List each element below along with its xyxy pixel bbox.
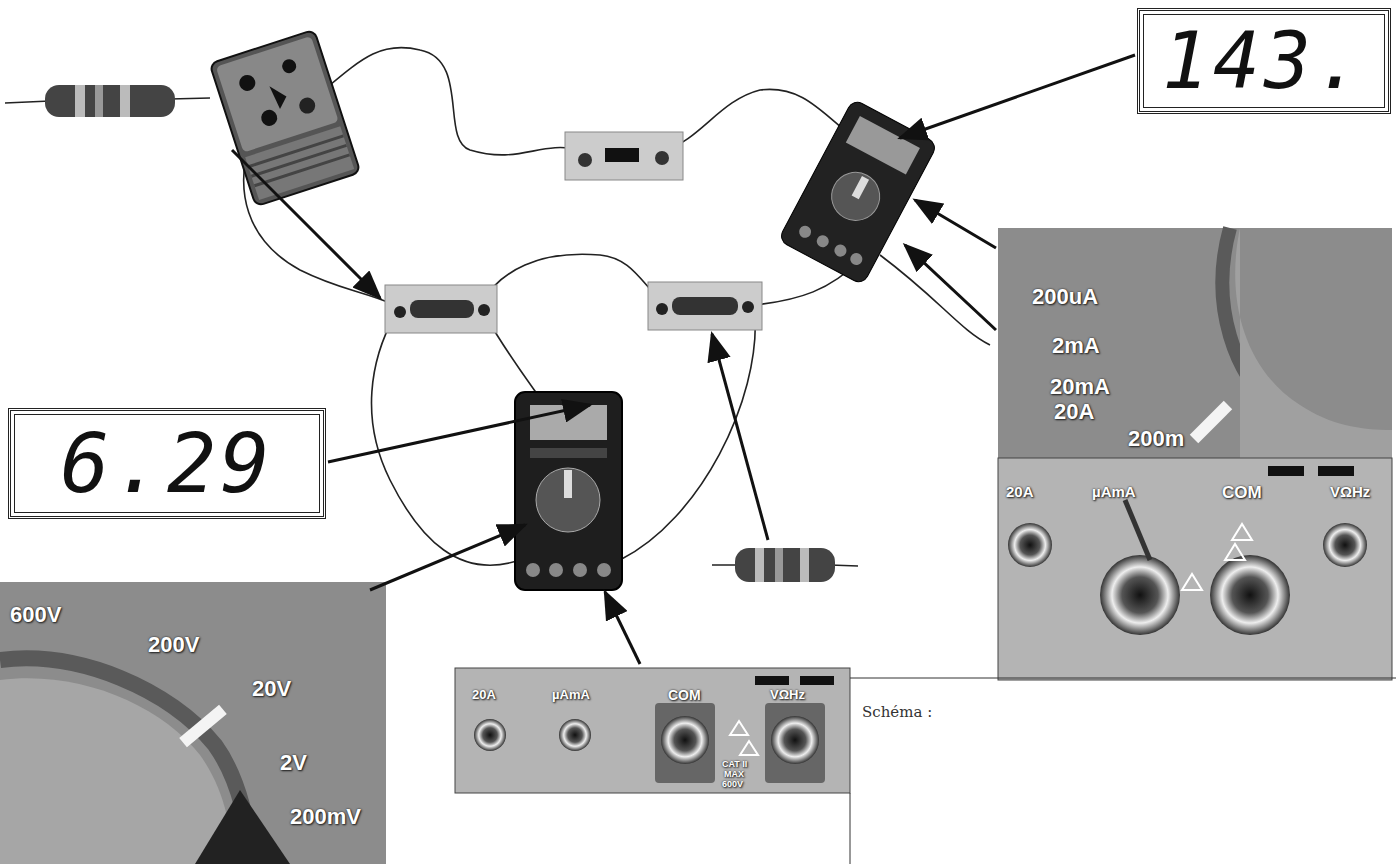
generator (210, 30, 361, 207)
meter-reading: 6.29 (60, 416, 273, 511)
range-label: 200V (148, 634, 199, 656)
jack-label: COM (1222, 484, 1262, 501)
range-label: 2V (280, 752, 307, 774)
component-holder (565, 132, 683, 180)
rating-text: MAX (724, 770, 744, 779)
dial-closeup (998, 228, 1392, 458)
display-box: 143. (1137, 8, 1391, 114)
meter-reading: 143. (1162, 16, 1366, 106)
rating-text: CAT II (722, 760, 747, 769)
resistor-symbol (712, 548, 858, 582)
jack-label: µAmA (552, 688, 590, 701)
resistor-symbol (5, 85, 210, 117)
jack-label: 20A (1006, 484, 1034, 499)
jack-panel (998, 458, 1392, 680)
range-label: 20V (252, 678, 291, 700)
multimeter (515, 392, 622, 590)
resistor-holder (385, 285, 497, 333)
range-label: 2mA (1052, 335, 1100, 357)
range-label: 200m (1128, 428, 1184, 450)
range-label: 200mV (290, 806, 361, 828)
range-label: 200uA (1032, 286, 1098, 308)
jack-label: COM (668, 688, 701, 702)
jack-label: µAmA (1092, 484, 1136, 499)
rating-text: 600V (722, 780, 743, 789)
jack-panel (455, 668, 850, 793)
jack-label: VΩHz (770, 688, 805, 701)
range-label: 600V (10, 604, 61, 626)
dial-closeup (0, 582, 386, 864)
leader-arrows (232, 55, 1135, 664)
jack-label: 20A (472, 688, 496, 701)
range-label: 20mA (1050, 376, 1110, 398)
schema-heading: Schéma : (862, 705, 932, 720)
resistor-holder (648, 282, 762, 330)
multimeter (778, 99, 938, 285)
display-box: 6.29 (8, 408, 326, 519)
jack-label: VΩHz (1330, 484, 1370, 499)
schema-frame (850, 678, 1396, 864)
range-label: 20A (1054, 401, 1094, 423)
